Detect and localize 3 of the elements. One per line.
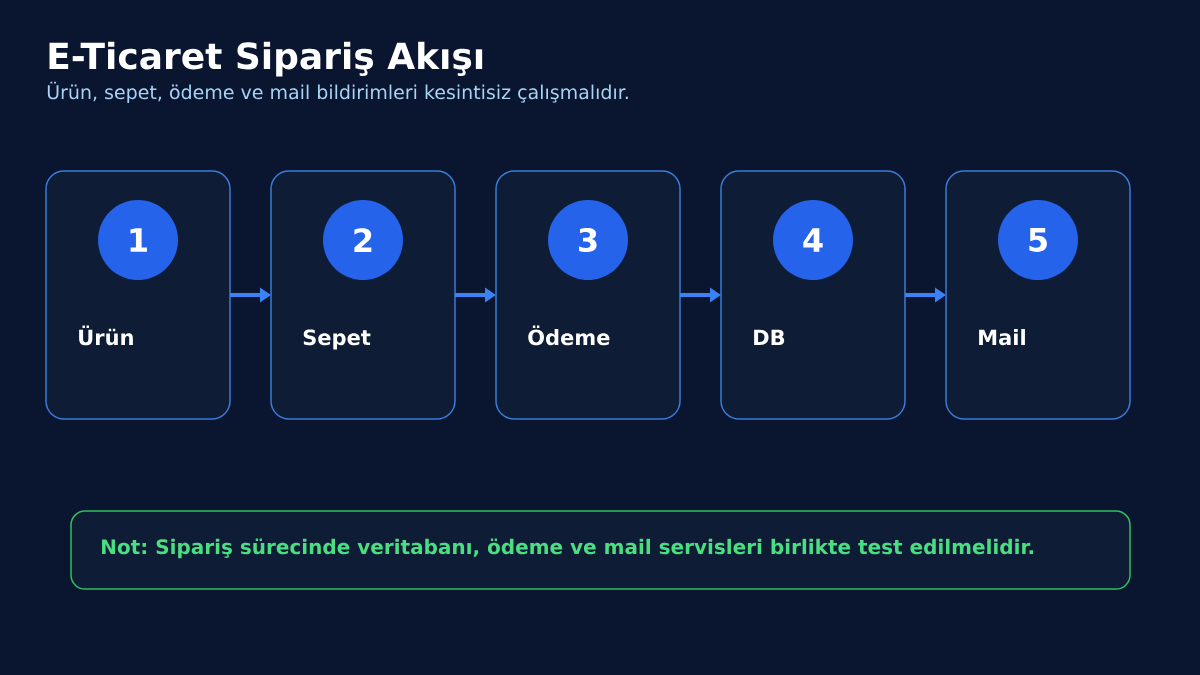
subtitle: Ürün, sepet, ödeme ve mail bildirimleri kesintisiz çalışmalıdır.: [47, 81, 628, 103]
title: E-Ticaret Sipariş Akışı: [49, 41, 483, 77]
note-box: Not: Sipariş sürecinde veritabanı, ödeme ve mail servisleri birlikte test edilmelidir.: [70, 510, 1131, 590]
